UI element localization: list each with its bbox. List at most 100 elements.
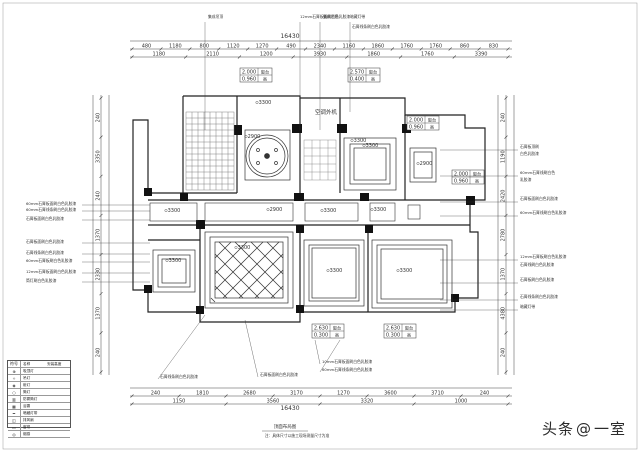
ceiling-height-note: 窗台 xyxy=(473,171,481,178)
spot-marker xyxy=(255,101,259,104)
dimension-label: 2780 xyxy=(501,229,507,242)
legend-row: ▥防雾筒灯 xyxy=(8,396,70,403)
dimension-label: 2330 xyxy=(96,268,102,281)
dimension-label: 2110 xyxy=(206,52,219,58)
ac-outdoor-unit-label: 空调外机 xyxy=(315,108,338,116)
dimension-label: 2680 xyxy=(243,391,256,397)
dimension-label: 3390 xyxy=(475,52,488,58)
ceiling-height-value: 2.000 xyxy=(242,70,256,76)
dimension-label: 1760 xyxy=(429,44,442,50)
dimension-label: 4380 xyxy=(501,307,507,320)
spot-marker xyxy=(370,208,374,211)
annotation-note: 60mm石膏线条刷白色乳胶漆 xyxy=(26,207,76,212)
ceiling-height-note: 窗台 xyxy=(405,325,413,332)
spot-marker xyxy=(266,208,270,211)
legend-row: ○筒灯 xyxy=(8,389,70,396)
legend-symbol-icon: ⊕ xyxy=(8,368,21,374)
dimension-label: 3560 xyxy=(267,399,280,405)
legend-symbol-icon: ◫ xyxy=(8,417,21,423)
dimension-label: 1760 xyxy=(400,44,413,50)
annotation-note: 白色乳胶漆 xyxy=(520,151,539,156)
legend-row: ✧吊灯 xyxy=(8,375,70,382)
dimension-label: 860 xyxy=(460,44,470,50)
dimension-label: 240 xyxy=(151,391,161,397)
spot-marker xyxy=(396,269,400,272)
dimension-label: 3320 xyxy=(361,399,374,405)
legend-row: ◫排风扇 xyxy=(8,417,70,424)
legend-name: 排风扇 xyxy=(23,417,34,422)
dimension-label: 240 xyxy=(501,348,507,358)
watermark: 头条@一室 xyxy=(542,418,626,439)
spot-height-label: 3300 xyxy=(354,138,367,144)
legend-symbol-icon: ▭ xyxy=(8,424,21,430)
ceiling-height-offset: 0.400 xyxy=(350,77,364,83)
spot-marker xyxy=(326,269,330,272)
dimension-label: 1860 xyxy=(371,44,384,50)
annotation-note: 12mm石膏板面刷白色乳胶漆 xyxy=(26,269,76,274)
dimension-label: 480 xyxy=(142,44,152,50)
legend-name: 吊灯 xyxy=(23,375,31,380)
dimension-label: 240 xyxy=(480,391,490,397)
dimension-label: 2420 xyxy=(501,189,507,202)
legend-row: ▭窗帘 xyxy=(8,424,70,431)
legend-symbol-icon: ○ xyxy=(8,389,21,395)
dimension-label: 240 xyxy=(96,348,102,358)
bottom-total-dimension: 16430 xyxy=(280,405,299,412)
dimension-label: 1180 xyxy=(169,44,182,50)
dimension-label: 1120 xyxy=(227,44,240,50)
ceiling-height-offset: 0.960 xyxy=(242,77,256,83)
watermark-name: 头条 xyxy=(541,420,574,438)
annotation-note: 暗藏灯带 xyxy=(520,304,535,309)
dimension-label: 1150 xyxy=(173,399,186,405)
drawing-subtitle: 注：具体尺寸以施工现场测量尺寸为准 xyxy=(265,433,330,438)
legend-header-name: 名称 xyxy=(23,361,31,366)
ceiling-height-offset: 0.300 xyxy=(314,333,328,339)
annotation-note: 12mm石膏板刷白色乳胶漆 xyxy=(520,254,567,259)
annotation-note: 石膏板刷白色乳胶漆 xyxy=(520,277,554,282)
annotation-note: 石膏板面刷白色乳胶漆 xyxy=(26,216,64,221)
annotation-note: 石膏线条刷白色乳胶漆 xyxy=(520,294,558,299)
kitchen-tile-grid xyxy=(303,139,337,181)
corridor-strips xyxy=(149,202,421,222)
legend-row: ═暗藏灯带 xyxy=(8,410,70,417)
dimension-label: 1760 xyxy=(421,52,434,58)
legend-header: 符号 名称 安装高度 xyxy=(8,361,70,368)
dimension-label: 490 xyxy=(286,44,296,50)
spot-height-label: 2900 xyxy=(248,134,261,140)
spot-marker xyxy=(362,144,366,147)
spot-height-label: 3300 xyxy=(374,207,387,213)
spot-marker xyxy=(320,209,324,212)
annotation-note: 60mm石膏板面刷白色乳胶漆 xyxy=(26,201,76,206)
legend-symbol-icon: ✧ xyxy=(8,375,21,381)
spot-height-label: 3300 xyxy=(400,268,413,274)
top-total-dimension: 16430 xyxy=(280,33,299,40)
dimension-label: 240 xyxy=(501,113,507,123)
dimension-label: 1370 xyxy=(96,229,102,242)
dimension-label: 3600 xyxy=(384,391,397,397)
dimension-label: 1370 xyxy=(96,307,102,320)
legend-symbol-icon: ◎ xyxy=(8,431,21,437)
legend-name: 射灯 xyxy=(23,382,31,387)
ceiling-height-value: 2.570 xyxy=(350,70,364,76)
dimension-label: 3350 xyxy=(96,150,102,163)
legend-row: ◎烟感 xyxy=(8,431,70,438)
annotation-note: 石膏线条刷白色乳胶漆 xyxy=(352,24,390,29)
symbol-legend: 符号 名称 安装高度 ⊕吸顶灯✧吊灯◈射灯○筒灯▥防雾筒灯▦浴霸═暗藏灯带◫排风… xyxy=(7,360,71,438)
annotation-note: 石膏线条刷白色乳胶漆 xyxy=(26,250,64,255)
legend-name: 窗帘 xyxy=(23,424,31,429)
annotation-note: 60mm石膏线刷白色 xyxy=(520,170,555,175)
ceiling-height-note: 窗台 xyxy=(428,117,436,124)
spot-marker xyxy=(165,259,169,262)
ceiling-height-unit: 高 xyxy=(371,76,375,83)
wall-columns xyxy=(144,124,475,314)
dimension-label: 1860 xyxy=(367,52,380,58)
annotation-note: 60mm石膏板刷白色乳胶漆 xyxy=(26,258,73,263)
spot-height-label: 3300 xyxy=(330,268,343,274)
spot-height-label: 3300 xyxy=(259,100,272,106)
ceiling-height-offset: 0.960 xyxy=(409,125,423,131)
